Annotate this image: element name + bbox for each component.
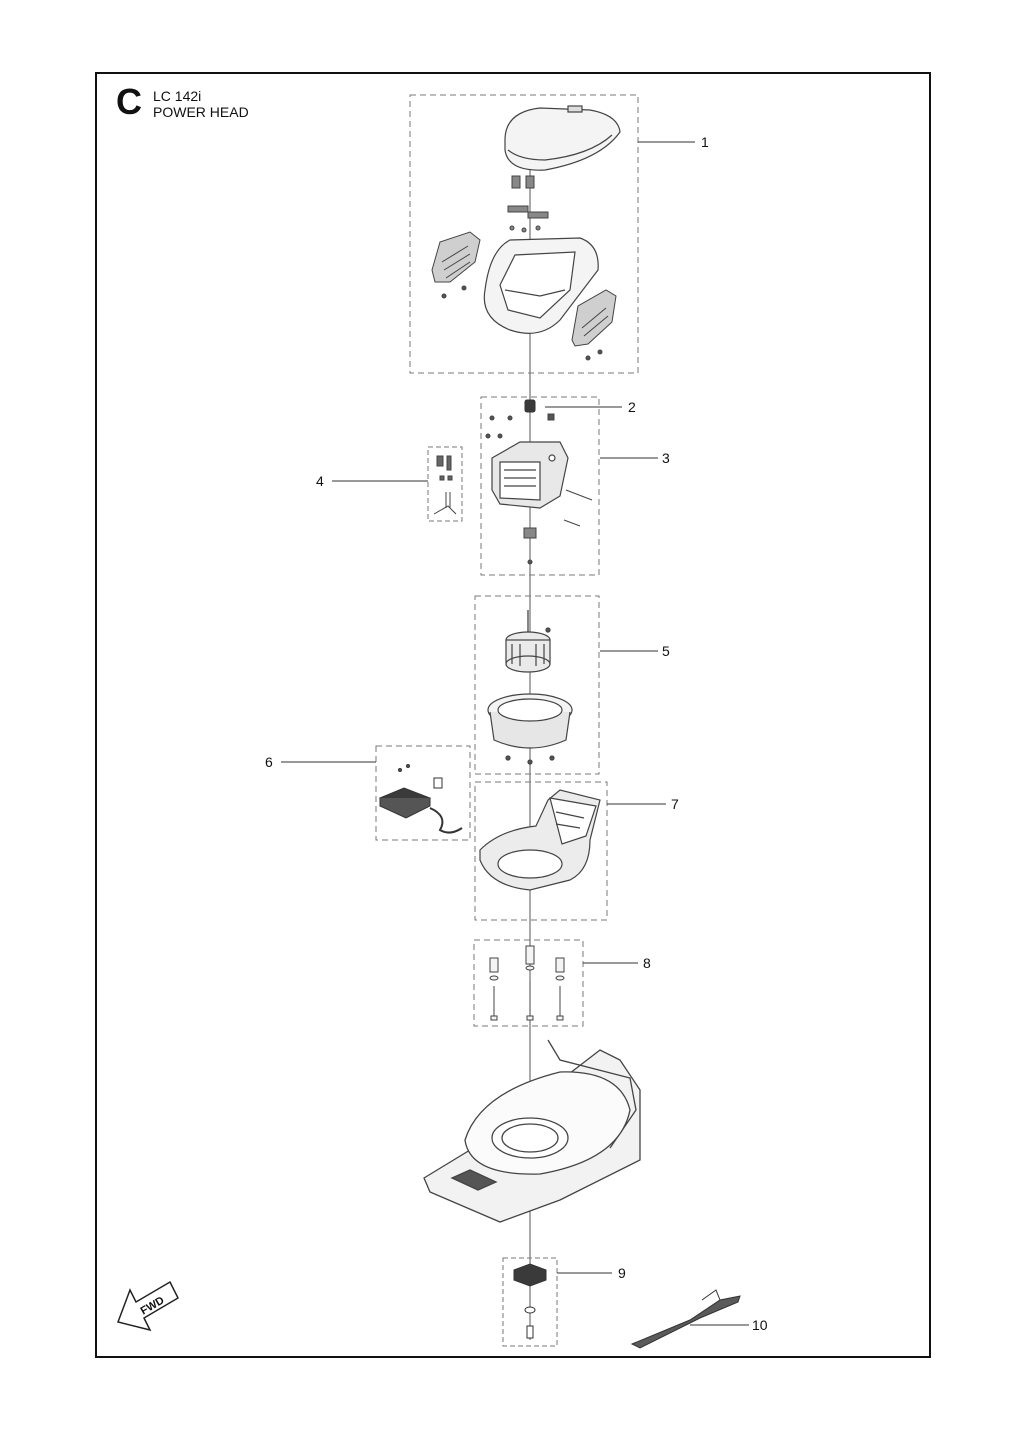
part-housing-screws: [485, 413, 593, 565]
callout-1: 1: [701, 134, 709, 150]
callout-4: 4: [316, 473, 324, 489]
part-side-panel-left: [431, 231, 481, 299]
part-top-lid: [504, 105, 621, 171]
callout-2: 2: [628, 399, 636, 415]
part-body-cover: [483, 237, 599, 334]
model-name: LC 142i: [153, 88, 202, 104]
part-blade-hub: [513, 1263, 547, 1339]
callout-8: 8: [643, 955, 651, 971]
group-box-6: [375, 745, 471, 841]
group-box-8: [473, 939, 584, 1027]
group-box-5: [474, 595, 600, 775]
group-box-1: [409, 94, 639, 374]
part-lid-hinges: [507, 175, 549, 233]
part-side-panel-right: [571, 289, 617, 361]
fwd-arrow-icon: [117, 1280, 179, 1332]
part-blade: [630, 1289, 741, 1349]
part-key: [524, 399, 536, 413]
part-chassis: [479, 789, 601, 891]
part-charger: [378, 764, 463, 834]
sheet-letter: C: [116, 81, 142, 122]
group-box-4: [427, 446, 463, 522]
callout-10: 10: [752, 1317, 768, 1333]
callout-5: 5: [662, 643, 670, 659]
group-box-7: [474, 781, 608, 921]
leader-lines: [281, 141, 749, 1326]
part-motor-bracket: [487, 693, 573, 765]
callout-9: 9: [618, 1265, 626, 1281]
callout-7: 7: [671, 796, 679, 812]
drawing-frame: [95, 72, 931, 1358]
part-switch-set: [433, 455, 457, 515]
group-box-9: [502, 1257, 558, 1347]
callout-6: 6: [265, 754, 273, 770]
callout-3: 3: [662, 450, 670, 466]
part-spacers-bolts: [489, 945, 565, 1021]
group-box-3: [480, 396, 600, 576]
part-battery-housing: [491, 441, 569, 509]
part-mower-deck: [423, 1039, 641, 1223]
part-motor: [505, 610, 551, 673]
section-title: POWER HEAD: [153, 104, 249, 120]
